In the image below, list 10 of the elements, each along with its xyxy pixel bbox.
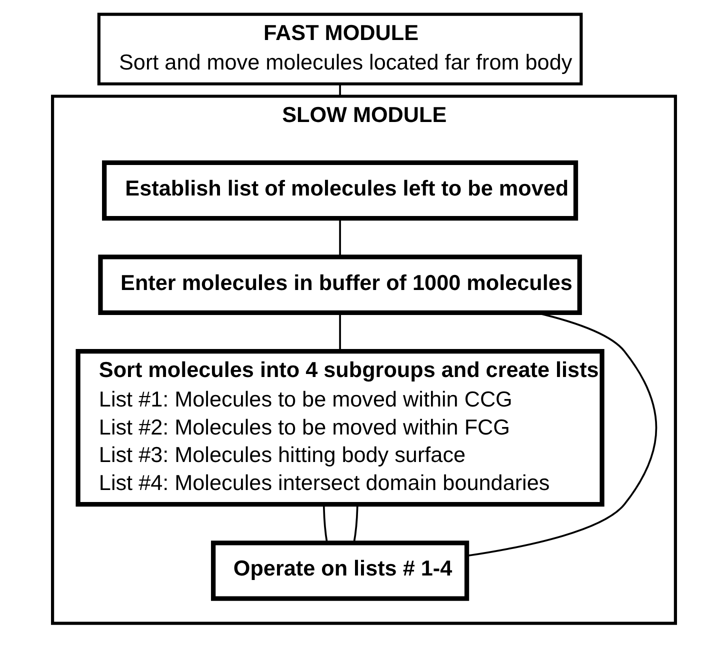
node-box: Operate on lists # 1-4	[210, 540, 470, 601]
connector	[339, 312, 341, 352]
node-box: Enter molecules in buffer of 1000 molecules	[98, 254, 582, 315]
connector	[353, 504, 358, 543]
node-box: FAST MODULE Sort and move molecules located far from body	[97, 12, 583, 86]
connector	[339, 218, 341, 257]
node-box: Establish list of molecules left to be moved	[102, 160, 578, 221]
connector	[339, 84, 341, 96]
connector	[322, 504, 328, 543]
node-box: Sort molecules into 4 subgroups and create lists List #1: Molecules to be moved within CCG List #2: Molecules to be moved within FCG List #3: Molecules hitting body surface List #4: Molecules intersect domain boundaries	[76, 348, 604, 507]
